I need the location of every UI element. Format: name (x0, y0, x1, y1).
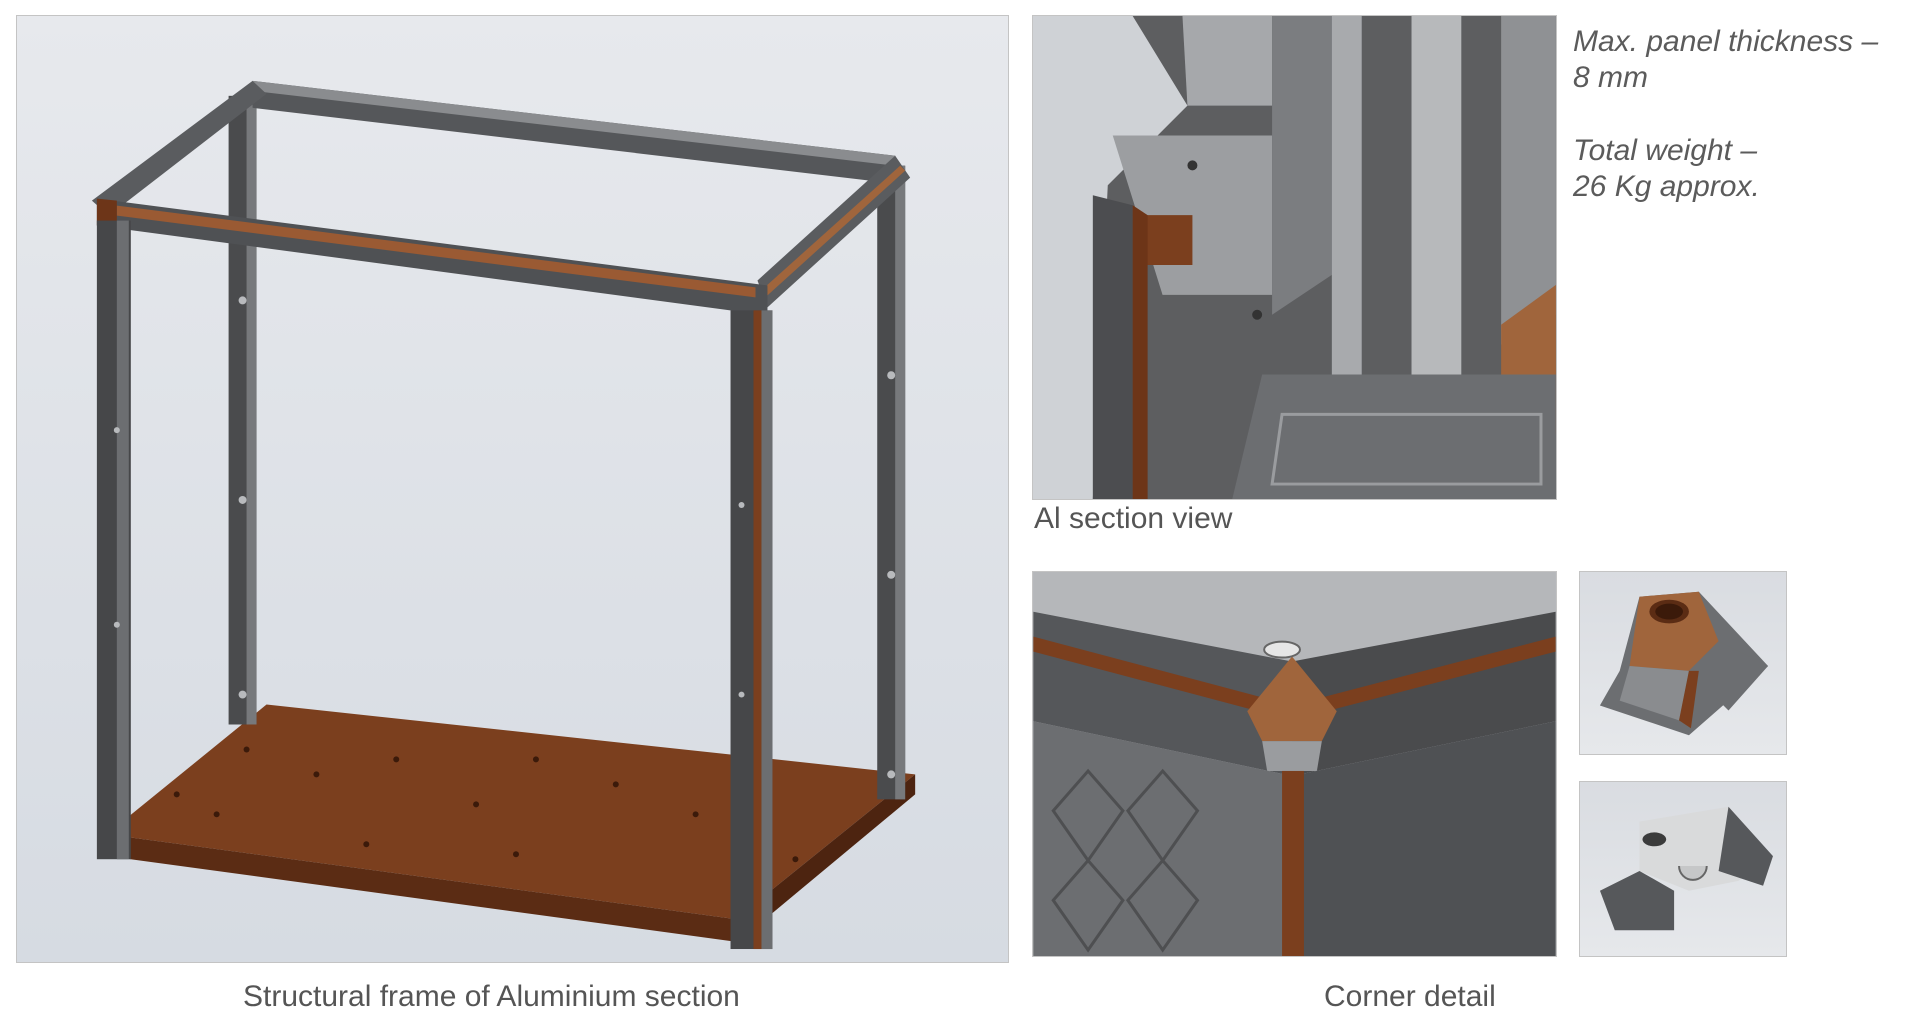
corner-block-base-drawing (1599, 806, 1773, 931)
top-left-rail (91, 80, 267, 216)
corner-detail-panel (1032, 571, 1557, 957)
frame-caption: Structural frame of Aluminium section (243, 980, 740, 1013)
frame-render-panel (16, 15, 1009, 963)
aluminium-section-drawing (1092, 16, 1556, 499)
back-posts (228, 95, 906, 800)
thickness-label: Max. panel thickness – (1573, 25, 1879, 58)
post-bolts (113, 296, 896, 779)
total-weight-note: Total weight – 26 Kg approx. (1573, 133, 1760, 205)
corner-detail-drawing (1033, 572, 1556, 956)
weight-value: 26 Kg approx. (1573, 170, 1760, 203)
top-front-rail (96, 198, 768, 316)
corner-block-drawing (1599, 591, 1769, 736)
top-back-rail (252, 80, 896, 184)
diamond-pattern (1051, 768, 1200, 953)
front-posts (96, 220, 773, 950)
copper-base-plate (106, 704, 916, 943)
plate-holes (173, 746, 799, 863)
thickness-value: 8 mm (1573, 61, 1648, 94)
corner-block-top-view-panel (1579, 571, 1787, 755)
corner-block-bottom-view-panel (1579, 781, 1787, 957)
weight-label: Total weight – (1573, 134, 1758, 167)
corner-caption: Corner detail (1324, 980, 1496, 1013)
section-caption: Al section view (1034, 502, 1233, 535)
panel-thickness-note: Max. panel thickness – 8 mm (1573, 24, 1878, 96)
aluminium-frame-drawing (91, 80, 916, 950)
top-right-rail (757, 155, 911, 308)
section-view-panel (1032, 15, 1557, 500)
